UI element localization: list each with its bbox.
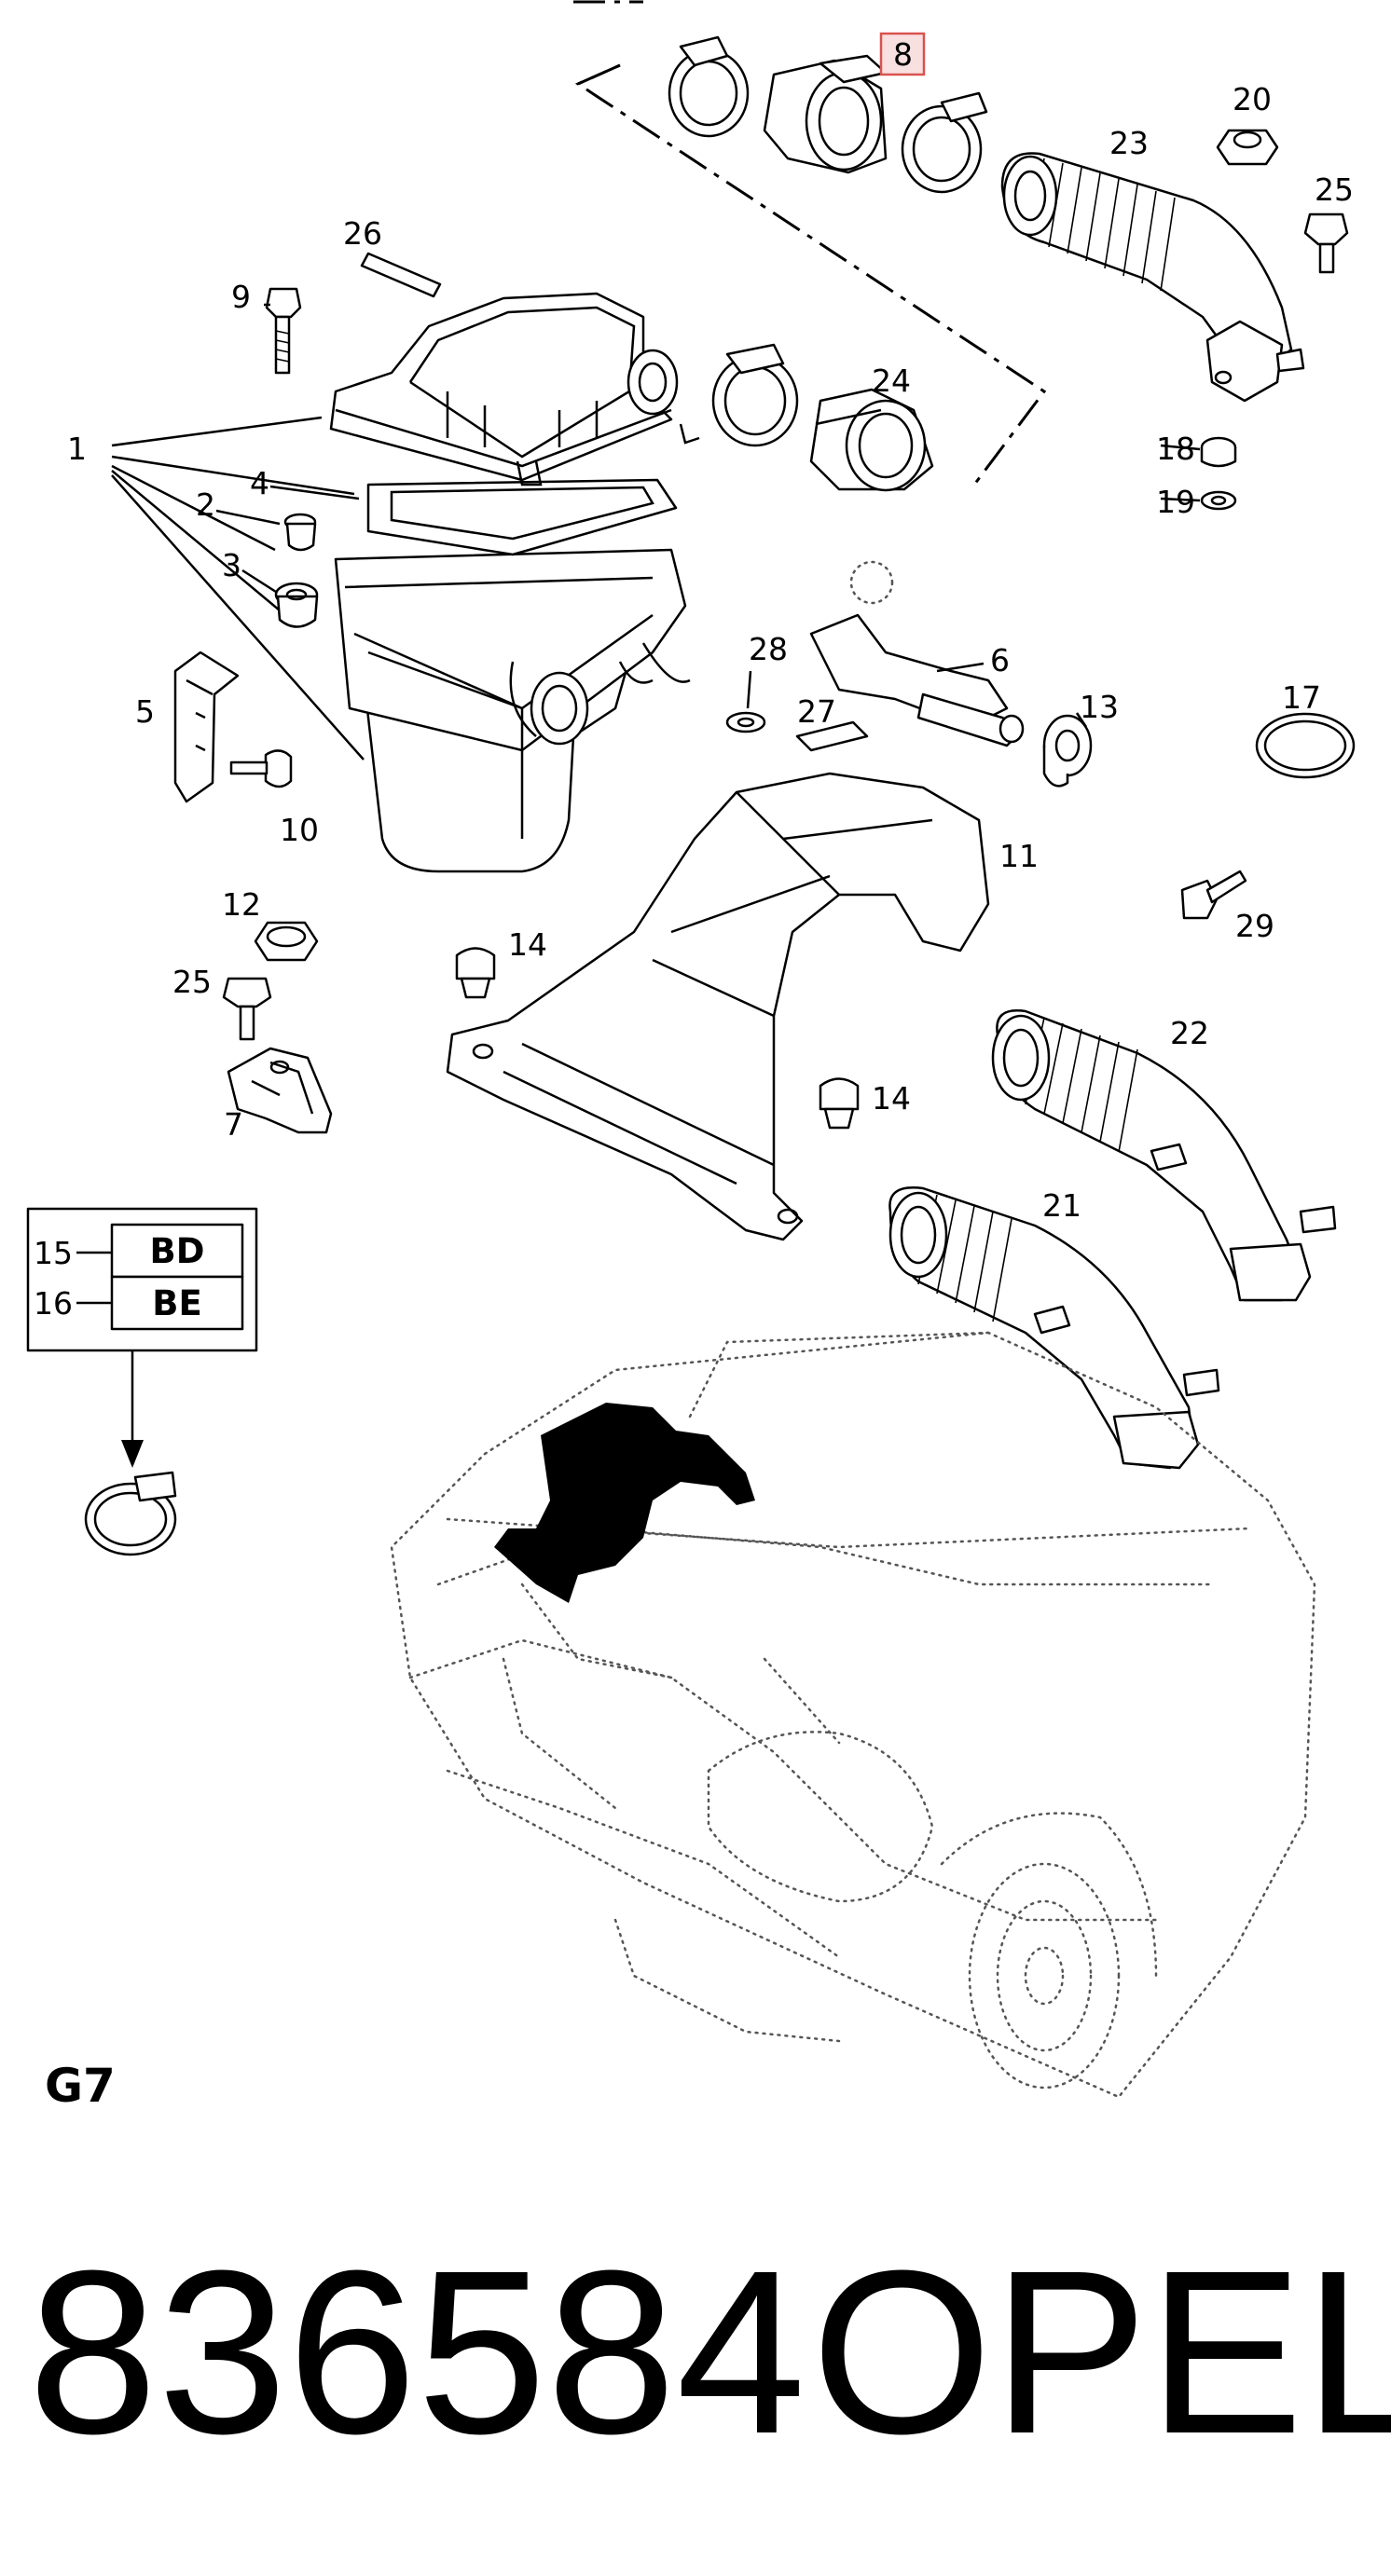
clamp-top-right: [901, 91, 988, 194]
callout-10: 10: [280, 812, 319, 848]
callout-8: 8: [893, 36, 913, 73]
grommet-2: [283, 513, 317, 552]
clamp-mid: [711, 343, 799, 447]
highlight-box-8: [879, 32, 926, 76]
callout-5: 5: [135, 693, 155, 730]
callout-4: 4: [250, 465, 269, 501]
callout-labels: 1 2 3 4 5 6 7 8 9 10 11 12 13 14 14 15 1…: [34, 36, 1354, 1322]
bracket-6: [809, 560, 1025, 747]
bolt-25-upper: [1303, 212, 1349, 274]
plug-14-upper: [455, 947, 496, 999]
callout-9: 9: [231, 279, 251, 315]
nut-12: [254, 921, 319, 962]
seal-ring-17: [1255, 712, 1356, 779]
clamp-top-left: [668, 35, 750, 138]
part-number: 836584: [28, 2222, 806, 2482]
callout-24: 24: [872, 363, 911, 399]
bolt-9: [265, 287, 302, 375]
plug-14-lower: [819, 1077, 860, 1130]
leader-1: [111, 416, 365, 760]
dashed-outline: [573, 0, 643, 4]
gasket-strip: [360, 252, 442, 298]
washer-28: [725, 711, 766, 733]
bracket-5: [173, 651, 240, 803]
callout-19: 19: [1156, 484, 1195, 520]
callout-6: 6: [990, 642, 1010, 678]
brand-name: OPEL: [811, 2222, 1391, 2482]
section-code: G7: [45, 2059, 116, 2113]
clamp-code-15: BD: [150, 1231, 205, 1271]
callout-21: 21: [1042, 1187, 1081, 1224]
air-mass-sensor: [763, 54, 888, 174]
callout-29: 29: [1235, 908, 1274, 944]
washer-18: [1200, 436, 1237, 468]
callout-20: 20: [1233, 81, 1272, 117]
callout-12: 12: [222, 886, 261, 923]
callout-25-lower: 25: [172, 964, 212, 1000]
callout-15: 15: [34, 1235, 73, 1271]
clamp-code-box: [26, 1207, 258, 1468]
callout-1: 1: [67, 431, 87, 467]
grommet-3: [274, 582, 319, 628]
air-cleaner-housing: [329, 292, 700, 873]
callout-28: 28: [749, 631, 788, 667]
callout-26: 26: [343, 215, 382, 252]
callout-14-lower: 14: [872, 1080, 911, 1117]
callout-7: 7: [224, 1106, 243, 1143]
clamp-code-16: BE: [152, 1283, 201, 1323]
callout-11: 11: [999, 838, 1039, 874]
pad-27: [795, 720, 869, 752]
callout-23: 23: [1109, 125, 1149, 161]
intake-duct: [446, 772, 990, 1241]
bolt-10: [229, 749, 293, 788]
callout-13: 13: [1080, 689, 1119, 725]
callout-3: 3: [222, 547, 241, 583]
hose-clamp-icon: [84, 1471, 177, 1556]
grommet-13: [1042, 714, 1093, 788]
bolt-25-lower: [222, 977, 272, 1041]
bolt-29: [1180, 870, 1247, 920]
callout-22: 22: [1170, 1015, 1209, 1051]
car-silhouette: [390, 1331, 1316, 2099]
callout-2: 2: [196, 486, 215, 523]
nut-20: [1216, 129, 1279, 166]
highlighted-intake: [494, 1403, 755, 1603]
callout-leaders: [215, 303, 1201, 728]
sleeve-24: [809, 388, 934, 492]
callout-17: 17: [1282, 679, 1321, 716]
callout-27: 27: [797, 693, 836, 730]
callout-16: 16: [34, 1285, 73, 1322]
callout-25-upper: 25: [1315, 171, 1354, 208]
hose-22: [991, 1009, 1337, 1302]
hose-21: [888, 1186, 1220, 1470]
hose-23: [1000, 152, 1305, 403]
callout-14-upper: 14: [508, 926, 547, 963]
washer-19: [1200, 490, 1237, 511]
bracket-7: [227, 1047, 333, 1134]
